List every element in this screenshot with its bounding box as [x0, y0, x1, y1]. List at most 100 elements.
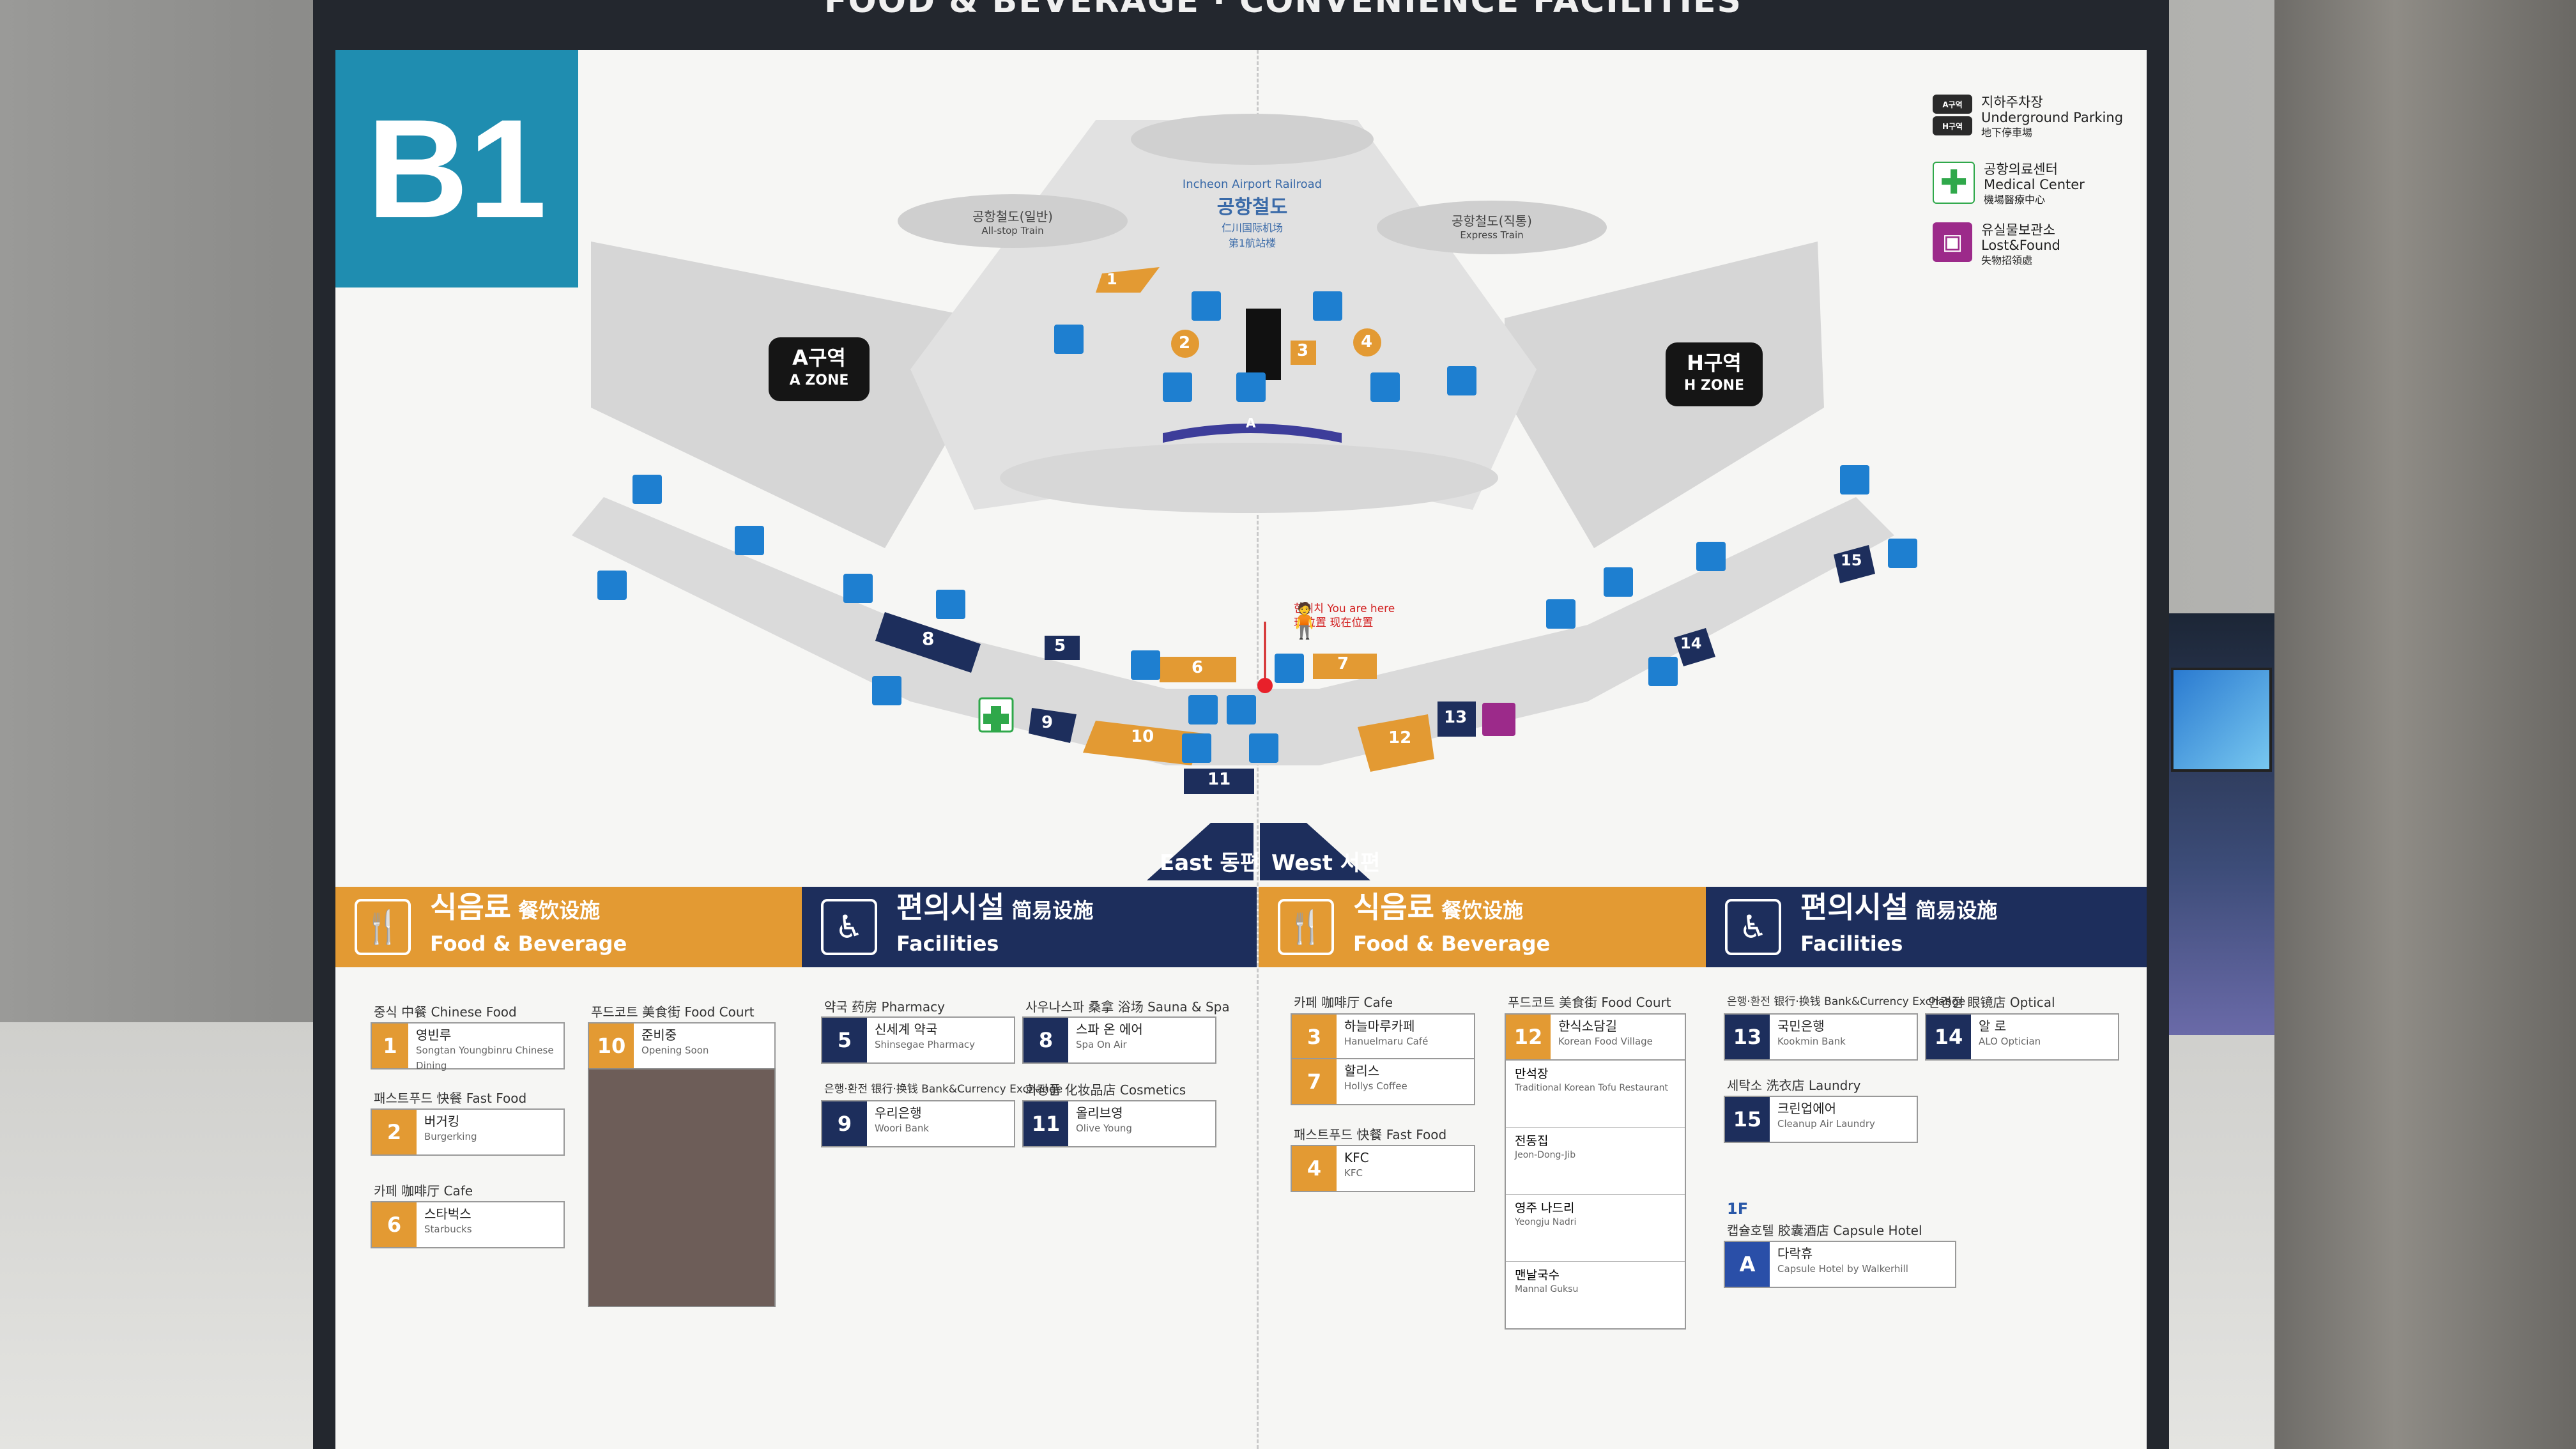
floor-label: B1	[335, 50, 578, 288]
cat-west-fastfood: 패스트푸드 快餐 Fast Food	[1294, 1127, 1447, 1142]
marker-3-shape	[1291, 341, 1316, 365]
cat-foodcourt: 푸드코트 美食街 Food Court	[591, 1004, 755, 1020]
cat-west-foodcourt: 푸드코트 美食街 Food Court	[1508, 995, 1671, 1010]
hall-oval	[1000, 443, 1498, 513]
marker-15: 15	[1841, 551, 1862, 569]
cat-pharmacy: 약국 药房 Pharmacy	[824, 999, 945, 1015]
cat-west-bank: 은행·환전 银行·换钱 Bank&Currency Exchange	[1727, 995, 1966, 1008]
marker-8: 8	[922, 628, 935, 649]
map-shapes	[572, 114, 1917, 880]
lost-found-icon: ▣	[1933, 222, 1972, 262]
marker-5-shape	[1045, 636, 1080, 660]
service-person-icon-2: ♿	[1725, 899, 1781, 955]
marker-9-shape	[1029, 708, 1077, 743]
east-arrow	[1147, 823, 1254, 880]
marker-13-shape	[1438, 702, 1476, 737]
fork-knife-icon-2: 🍴	[1278, 899, 1334, 955]
foodcourt-placeholder	[588, 1068, 776, 1307]
marker-4: 4	[1361, 332, 1373, 351]
directory-panel: B1	[335, 50, 2147, 1449]
cat-laundry: 세탁소 洗衣店 Laundry	[1727, 1078, 1861, 1093]
east-direction: East 동편	[1160, 850, 1261, 876]
marker-7: 7	[1337, 654, 1349, 673]
fork-knife-icon: 🍴	[355, 899, 411, 955]
west-direction: West 서편	[1271, 850, 1381, 876]
you-are-here-label: 현위치 You are here 现位置 现在位置	[1294, 602, 1395, 629]
marker-4-shape	[1353, 328, 1381, 356]
all-stop-train-label: 공항철도(일반) All-stop Train	[972, 209, 1053, 236]
marker-6: 6	[1192, 658, 1204, 677]
all-stop-track	[898, 194, 1128, 248]
marker-7-shape	[1313, 654, 1377, 679]
you-are-here-dot	[1257, 678, 1273, 693]
sign-headline: FOOD & BEVERAGE · CONVENIENCE FACILITIES	[824, 0, 1742, 20]
cat-capsule: 캡슐호텔 胶囊酒店 Capsule Hotel	[1727, 1223, 1922, 1238]
cat-bank: 은행·환전 银行·换钱 Bank&Currency Exchange	[824, 1083, 1063, 1096]
cat-optical: 안경점 眼镜店 Optical	[1928, 995, 2055, 1010]
west-arrow	[1260, 823, 1370, 880]
marker-14: 14	[1680, 634, 1702, 652]
marker-14-shape	[1674, 628, 1715, 666]
marker-11: 11	[1208, 770, 1231, 789]
marker-2: 2	[1179, 334, 1191, 353]
marker-12: 12	[1388, 728, 1412, 747]
marker-1-shape	[1096, 267, 1160, 293]
lost-found-map-icon	[1482, 703, 1515, 736]
cat-cafe: 카페 咖啡厅 Cafe	[374, 1183, 473, 1199]
express-train-label: 공항철도(직통) Express Train	[1451, 213, 1532, 241]
gate-bar	[1163, 424, 1342, 443]
cat-chinese: 중식 中餐 Chinese Food	[374, 1004, 517, 1020]
cat-west-cafe: 카페 咖啡厅 Cafe	[1294, 995, 1393, 1010]
marker-2-shape	[1171, 330, 1199, 358]
railroad-label: Incheon Airport Railroad 공항철도 仁川国际机场 第1航…	[1182, 178, 1322, 249]
corridor	[572, 497, 1894, 765]
marker-10-shape	[1083, 721, 1204, 765]
gate-label: A	[1246, 415, 1256, 431]
marker-11-shape	[1184, 769, 1254, 794]
person-icon: 🧍	[1283, 601, 1326, 641]
marker-15-shape	[1834, 545, 1875, 583]
medical-cross-icon: ✚	[1933, 162, 1975, 204]
cat-spa: 사우나스파 桑拿 浴场 Sauna & Spa	[1025, 999, 1230, 1015]
station-top	[1131, 114, 1374, 165]
escalator-core	[1246, 309, 1281, 380]
marker-3: 3	[1297, 341, 1309, 360]
h-zone-block	[1505, 241, 1824, 548]
marker-6-shape	[1160, 657, 1236, 682]
marker-8-shape	[875, 612, 981, 673]
express-track	[1377, 201, 1607, 254]
cat-fastfood: 패스트푸드 快餐 Fast Food	[374, 1091, 527, 1106]
marker-13: 13	[1444, 708, 1468, 727]
cat-cosmetics: 화장품 化妆品店 Cosmetics	[1025, 1082, 1186, 1098]
floor-1f-note: 1F	[1727, 1200, 1749, 1218]
floor-map: B1	[335, 50, 2147, 880]
